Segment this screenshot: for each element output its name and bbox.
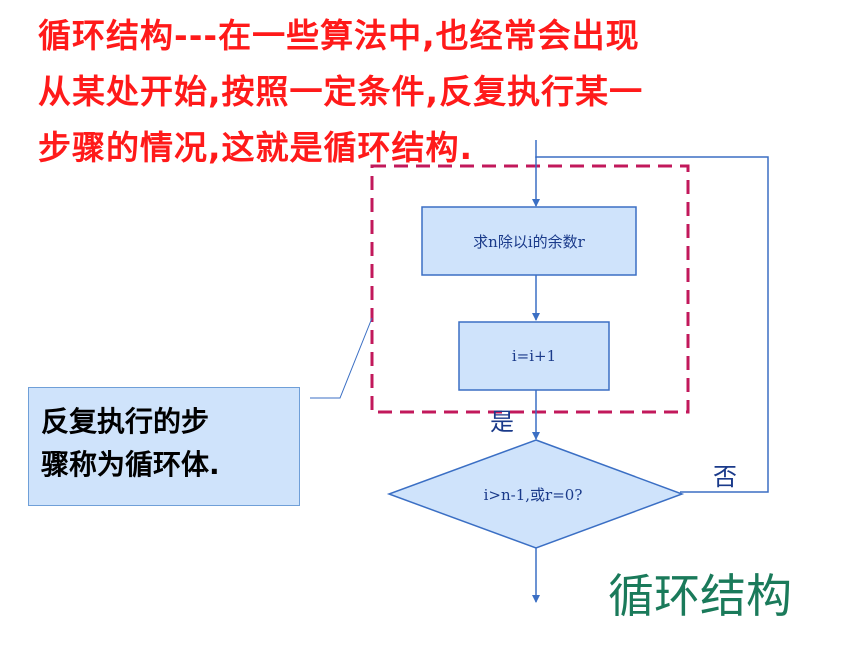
title-line-2: 从某处开始,按照一定条件,反复执行某一 — [38, 72, 644, 111]
process-box-remainder — [421, 206, 637, 276]
loop-body-boundary — [370, 164, 690, 414]
title-line-3: 步骤的情况,这就是循环结构. — [38, 128, 474, 167]
process-text-increment: i=i+1 — [512, 347, 556, 365]
process-box-increment — [458, 321, 610, 391]
decision-text: i>n-1,或r=0? — [484, 486, 583, 504]
slide-title: 循环结构---在一些算法中,也经常会出现 从某处开始,按照一定条件,反复执行某一… — [38, 8, 818, 176]
process-text-remainder: 求n除以i的余数r — [473, 233, 585, 251]
no-branch-label: 否 — [713, 463, 737, 491]
loop-body-callout: 反复执行的步 骤称为循环体. — [28, 387, 300, 506]
title-line-1: 循环结构---在一些算法中,也经常会出现 — [38, 16, 640, 55]
callout-line-2: 骤称为循环体. — [41, 448, 220, 481]
callout-line-1: 反复执行的步 — [41, 405, 210, 438]
callout-pointer-line — [310, 317, 373, 399]
yes-branch-label: 是 — [490, 408, 514, 436]
loop-structure-caption: 循环结构 — [608, 569, 792, 623]
feedback-loop-line — [532, 156, 769, 493]
